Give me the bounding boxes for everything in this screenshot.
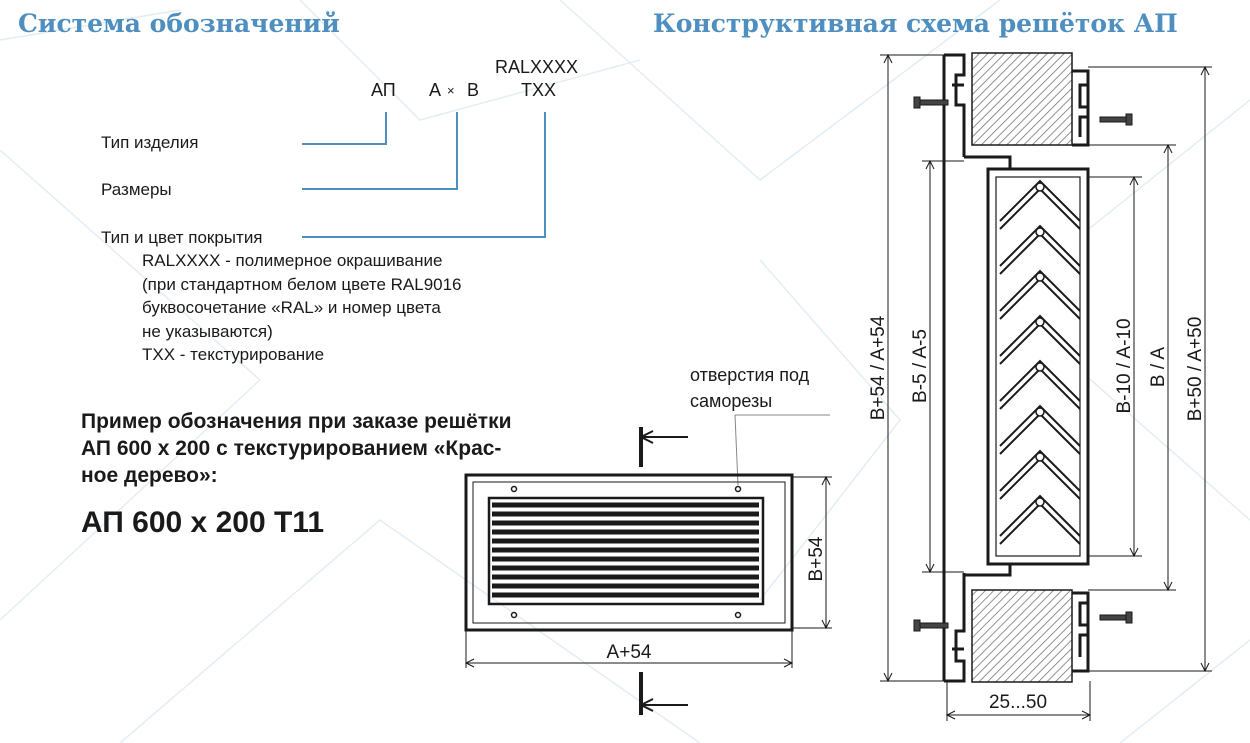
coating-note-line: буквосочетание «RAL» и номер цвета xyxy=(142,298,441,317)
dim-section-outer-50: B+50 / A+50 xyxy=(1185,317,1206,422)
order-example: Пример обозначения при заказе решётки АП… xyxy=(81,408,512,489)
dim-section-outer: B+54 / A+54 xyxy=(868,315,889,420)
designation-leaders xyxy=(302,112,546,238)
order-example-line: АП 600 х 200 с текстурированием «Крас- xyxy=(81,437,502,460)
holes-note-line: отверстия под xyxy=(690,365,810,385)
label-product-type: Тип изделия xyxy=(101,133,199,152)
holes-note: отверстия под саморезы xyxy=(690,362,809,414)
coating-note: RALXXXX - полимерное окрашивание (при ст… xyxy=(142,249,462,367)
grille-front-view: B+54 A+54 xyxy=(464,414,832,715)
dim-section-inner-10: B-10 / A-10 xyxy=(1114,318,1135,413)
dim-section-depth: 25...50 xyxy=(989,692,1047,713)
dim-front-height: B+54 xyxy=(806,536,827,581)
code-b: В xyxy=(467,80,480,100)
coating-note-line: (при стандартном белом цвете RAL9016 xyxy=(142,274,462,294)
coating-note-line: RALXXXX - полимерное окрашивание xyxy=(142,251,443,270)
dim-section-inner-5: B-5 / A-5 xyxy=(910,329,931,403)
holes-note-line: саморезы xyxy=(690,391,773,411)
left-title: Система обозначений xyxy=(18,9,340,38)
dim-section-nominal: B / A xyxy=(1148,347,1169,387)
code-a: А xyxy=(429,80,442,100)
dim-front-width: A+54 xyxy=(607,642,652,663)
code-txx: TXX xyxy=(521,80,557,100)
code-times: × xyxy=(447,83,455,98)
order-example-code: АП 600 х 200 Т11 xyxy=(81,506,325,539)
coating-note-line: не указываются) xyxy=(142,321,273,341)
order-example-line: Пример обозначения при заказе решётки xyxy=(81,410,512,433)
right-title: Конструктивная схема решёток АП xyxy=(653,9,1178,38)
grille-cross-section: B+54 / A+54 B-5 / A-5 B-10 / A-10 B / A … xyxy=(868,52,1212,721)
label-coating: Тип и цвет покрытия xyxy=(101,228,263,247)
code-ral: RALXXXX xyxy=(495,57,579,77)
label-sizes: Размеры xyxy=(101,180,172,199)
order-example-line: ное дерево»: xyxy=(81,464,218,487)
coating-note-line: ТХХ - текстурирование xyxy=(142,345,325,364)
code-ap: АП xyxy=(371,80,396,100)
